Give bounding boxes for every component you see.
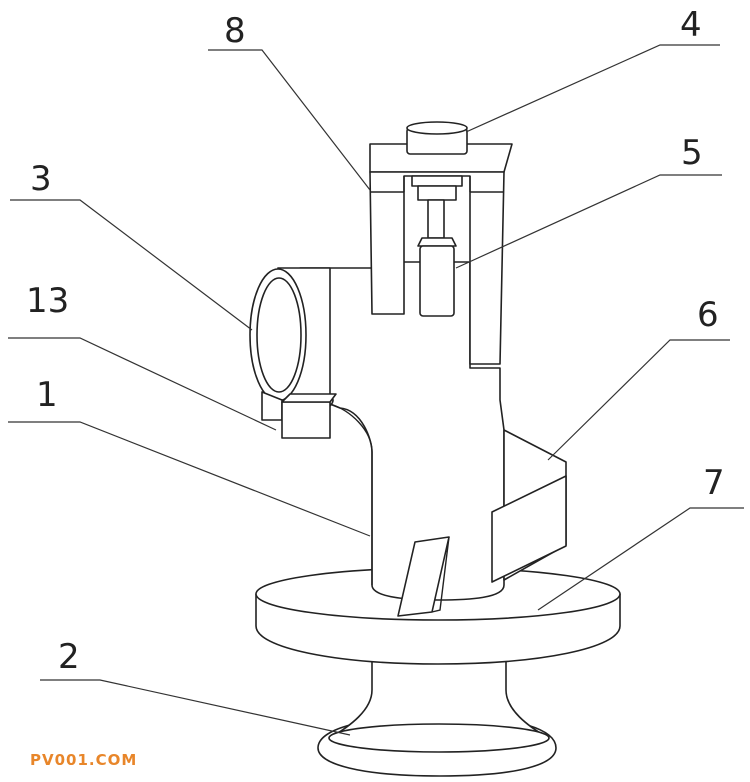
leader-13 [8, 337, 277, 431]
slanted-blade [397, 536, 450, 617]
leader-7 [537, 507, 744, 611]
side-plate [491, 429, 567, 583]
callout-4: 4 [680, 5, 702, 45]
callout-7: 7 [703, 463, 725, 503]
inlet-flange [249, 267, 331, 402]
top-frame [369, 143, 513, 365]
leader-6 [547, 339, 730, 461]
callout-2: 2 [58, 637, 80, 677]
callout-13: 13 [26, 281, 69, 321]
motor-cap [406, 121, 468, 155]
lower-block [261, 391, 337, 439]
suction-foot [317, 649, 557, 777]
leader-5 [455, 174, 722, 269]
leader-4 [465, 44, 720, 133]
leader-1 [8, 421, 371, 537]
watermark-text: PV001.COM [30, 751, 137, 769]
callout-8: 8 [224, 11, 246, 51]
callout-numbers: 8 4 5 3 13 6 1 7 2 [26, 5, 725, 677]
leader-lines [8, 44, 744, 736]
leader-8 [208, 49, 371, 191]
callout-3: 3 [30, 159, 52, 199]
leader-2 [40, 679, 351, 736]
callout-5: 5 [681, 133, 703, 173]
drive-shaft [411, 175, 463, 317]
leader-3 [10, 199, 253, 331]
callout-1: 1 [36, 375, 58, 415]
callout-6: 6 [697, 295, 719, 335]
